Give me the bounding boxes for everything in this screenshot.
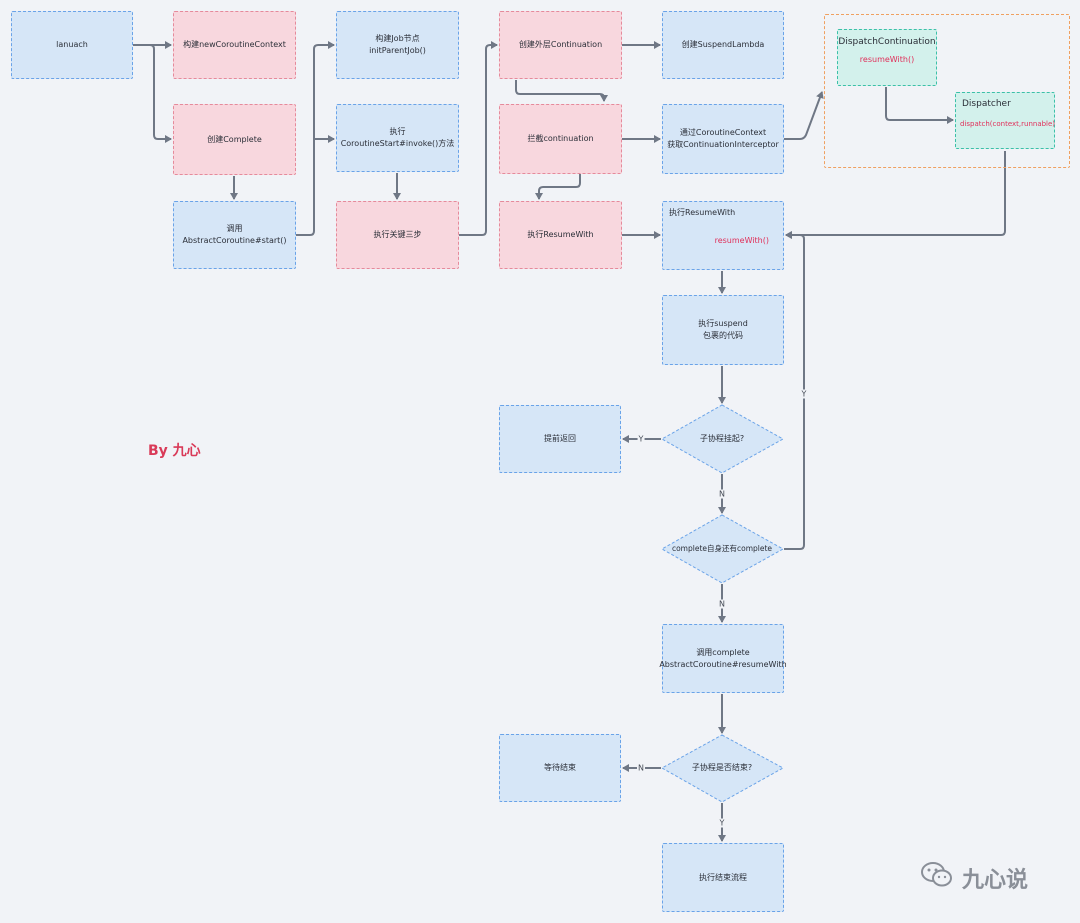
node-early-return[interactable]: 提前返回 — [499, 405, 621, 473]
edge-outer-intercept — [515, 80, 608, 102]
edge-launch-complete — [133, 44, 172, 143]
node-dispatcher-title: Dispatcher — [962, 99, 1011, 109]
watermark: 九心说 — [920, 860, 1028, 896]
author-byline: By 九心 — [148, 443, 201, 459]
node-intercept-label: 拦截continuation — [527, 134, 594, 143]
node-exec-resume-main[interactable]: 执行ResumeWith resumeWith() — [662, 201, 784, 270]
node-exec-suspend-line2: 包裹的代码 — [703, 331, 743, 340]
edge-dispatcher-main — [785, 151, 1006, 239]
node-get-interceptor-line2: 获取ContinuationInterceptor — [667, 140, 779, 149]
node-new-context-label: 构建newCoroutineContext — [183, 40, 286, 49]
node-dispatcher[interactable]: Dispatcher dispatch(context,runnable) — [955, 92, 1055, 149]
edge-label-y-end: Y — [718, 818, 726, 828]
node-build-job-line2: initParentJob() — [369, 46, 426, 55]
node-wait-end-label: 等待结束 — [544, 763, 576, 772]
edge-label-y-loop: Y — [800, 389, 808, 399]
node-create-complete[interactable]: 创建Complete — [173, 104, 296, 175]
node-wait-end[interactable]: 等待结束 — [499, 734, 621, 802]
node-dispatch-continuation[interactable]: DispatchContinuation resumeWith() — [837, 29, 937, 86]
node-get-interceptor[interactable]: 通过CoroutineContext 获取ContinuationInterce… — [662, 104, 784, 174]
node-dispatch-continuation-title: DispatchContinuation — [838, 37, 936, 47]
edge-label-n-child: N — [718, 489, 726, 499]
node-create-outer[interactable]: 创建外层Continuation — [499, 11, 622, 79]
decision-complete-has-shape — [660, 514, 785, 584]
node-exec-end[interactable]: 执行结束流程 — [662, 843, 784, 912]
node-exec-suspend-line1: 执行suspend — [698, 319, 748, 328]
node-call-complete-line1: 调用complete — [696, 647, 750, 657]
edge-label-n-wait: N — [637, 763, 645, 773]
node-exec-invoke-line1: 执行 — [389, 127, 406, 136]
decision-child-suspended[interactable]: 子协程挂起? — [699, 434, 745, 443]
node-dispatcher-call: dispatch(context,runnable) — [960, 120, 1056, 128]
node-create-outer-label: 创建外层Continuation — [518, 40, 603, 49]
node-exec-resume-left[interactable]: 执行ResumeWith — [499, 201, 622, 269]
decision-child-suspended-shape — [660, 404, 785, 474]
edge-intercept-resume — [535, 174, 581, 200]
node-launch[interactable]: lanuach — [11, 11, 133, 79]
wechat-icon — [920, 860, 954, 896]
node-get-interceptor-line1: 通过CoroutineContext — [679, 128, 767, 137]
node-exec-three-steps-label: 执行关键三步 — [373, 230, 422, 239]
decision-child-done[interactable]: 子协程是否结束? — [691, 763, 753, 772]
edge-label-y-early: Y — [637, 434, 645, 444]
node-call-start-line1: 调用 — [226, 224, 243, 233]
node-call-start[interactable]: 调用 AbstractCoroutine#start() — [173, 201, 296, 269]
edge-label-n-complete: N — [718, 599, 726, 609]
node-exec-resume-left-label: 执行ResumeWith — [527, 230, 594, 239]
node-exec-invoke[interactable]: 执行 CoroutineStart#invoke()方法 — [336, 104, 459, 172]
node-create-suspend-lambda-label: 创建SuspendLambda — [681, 40, 765, 49]
node-launch-label: lanuach — [56, 40, 88, 49]
edge-get-group — [784, 91, 824, 140]
dispatch-group — [824, 14, 1070, 168]
node-exec-suspend[interactable]: 执行suspend 包裹的代码 — [662, 295, 784, 365]
node-exec-end-label: 执行结束流程 — [699, 872, 747, 882]
node-build-job-line1: 构建Job节点 — [375, 34, 420, 43]
node-build-job[interactable]: 构建Job节点 initParentJob() — [336, 11, 459, 79]
edge-dc-dispatcher — [885, 87, 954, 124]
node-exec-resume-main-call: resumeWith() — [714, 236, 769, 245]
decision-child-done-shape — [660, 734, 785, 803]
node-exec-resume-main-title: 执行ResumeWith — [669, 208, 736, 217]
node-dispatch-continuation-call: resumeWith() — [859, 55, 915, 64]
decision-complete-has[interactable]: complete自身还有complete — [671, 544, 773, 553]
watermark-text: 九心说 — [962, 868, 1029, 893]
node-exec-three-steps[interactable]: 执行关键三步 — [336, 201, 459, 269]
node-call-complete[interactable]: 调用complete AbstractCoroutine#resumeWith — [659, 624, 787, 693]
node-intercept[interactable]: 拦截continuation — [499, 104, 622, 174]
node-create-complete-label: 创建Complete — [207, 134, 262, 144]
node-call-complete-line2: AbstractCoroutine#resumeWith — [659, 659, 787, 669]
node-call-start-line2: AbstractCoroutine#start() — [182, 236, 287, 245]
node-early-return-label: 提前返回 — [544, 434, 576, 443]
edge-three-outer — [459, 41, 498, 236]
node-exec-invoke-line2: CoroutineStart#invoke()方法 — [340, 139, 455, 148]
node-create-suspend-lambda[interactable]: 创建SuspendLambda — [662, 11, 784, 79]
node-new-context[interactable]: 构建newCoroutineContext — [173, 11, 296, 79]
